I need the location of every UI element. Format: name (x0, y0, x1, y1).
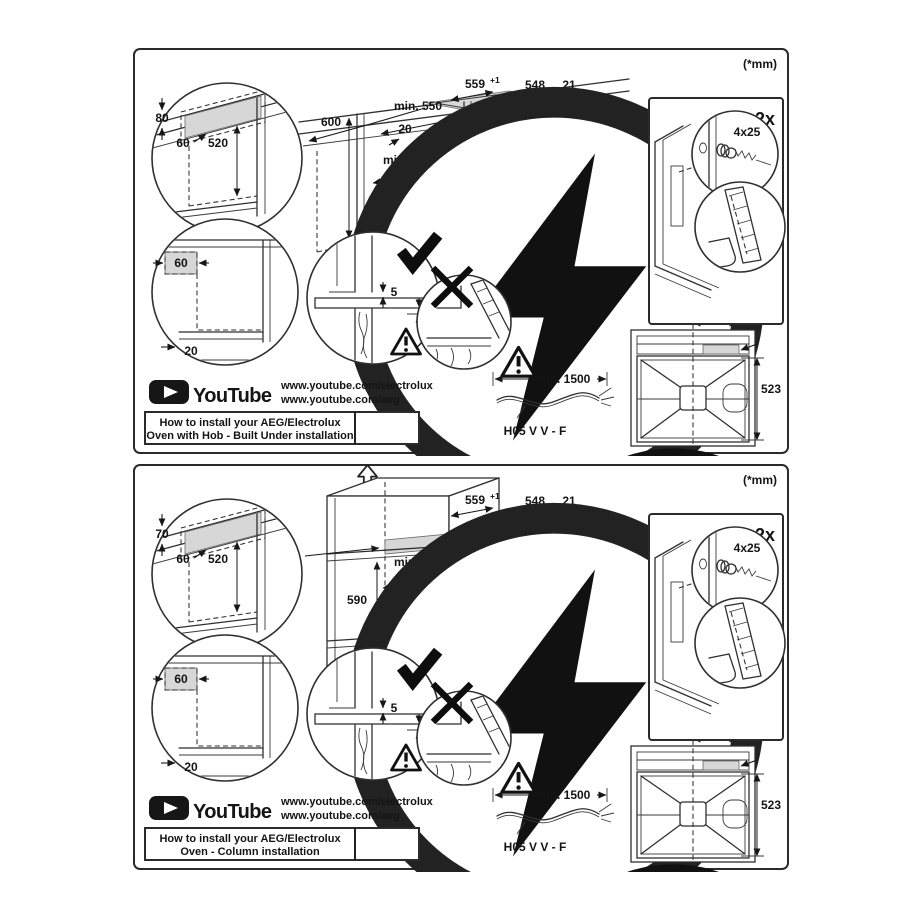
dim-rear-gap: 21 (562, 78, 576, 92)
dim-depth-min: min. 550 (394, 99, 442, 113)
cable-type: H05 V V - F (504, 424, 567, 438)
power-detail-circle: 70 60 520 (151, 498, 750, 872)
play-icon (164, 802, 178, 814)
dim-power-height: 520 (208, 552, 228, 566)
power-strip-zone (184, 95, 262, 139)
caption-line-1: How to install your AEG/Electrolux (159, 833, 341, 845)
dim-gap-top: 5 (391, 701, 398, 715)
dim-oven-width-top: 548 (525, 494, 545, 508)
power-detail-circle: 80 60 520 (151, 82, 750, 456)
rear-view: 198 523 (630, 722, 781, 866)
youtube-wordmark: YouTube (193, 385, 272, 407)
dim-niche-height: 590 (347, 593, 367, 607)
cable-type: H05 V V - F (504, 840, 567, 854)
dim-oven-depth-tol: +1 (490, 491, 500, 501)
youtube-url-aeg: www.youtube.com/aeg (280, 394, 400, 406)
strip-pointer (304, 545, 380, 557)
dim-gap-top: 5 (391, 285, 398, 299)
unit-note: (*mm) (743, 57, 777, 71)
screws-info-box: 2x 4x25 (648, 513, 786, 741)
dim-power-side: 60 (176, 552, 190, 566)
youtube-section: YouTube www.youtube.com/electrolux www.y… (144, 796, 434, 861)
play-icon (164, 386, 178, 398)
unit-note: (*mm) (743, 473, 777, 487)
dim-gap: 20 (398, 122, 412, 136)
power-cable: min. 1500 H05 V V - F (492, 788, 615, 854)
caption-line-2: Oven - Column installation (180, 846, 320, 858)
oven-corner-sketch (654, 539, 720, 715)
dim-power-side: 60 (176, 136, 190, 150)
screw-detail (699, 114, 772, 194)
hob-pointer (308, 107, 426, 143)
video-caption-box (144, 411, 420, 445)
cable-length: min. 1500 (536, 788, 591, 802)
dim-rear-gap: 21 (562, 494, 576, 508)
terminal-connector (702, 344, 740, 355)
dim-niche-height: 600 (321, 115, 341, 129)
dim-rear-height: 523 (761, 798, 781, 812)
screws-info-box: 2x 4x25 (648, 97, 786, 325)
clearance-detail-circle: 60 20 (151, 218, 299, 366)
correct-gap-circle: 5 1 (306, 232, 439, 365)
screw-size: 4x25 (734, 541, 761, 555)
correct-gap-circle: 5 1 (306, 648, 439, 781)
terminal-connector (702, 760, 740, 771)
rear-view: 198 523 (630, 306, 781, 450)
video-caption-box (144, 827, 420, 861)
power-strip-zone (184, 511, 262, 555)
dim-power-height: 520 (208, 136, 228, 150)
panel-built-under: (*mm) 600 min. 550 20 min. 560 55 (131, 46, 791, 456)
screw-size: 4x25 (734, 125, 761, 139)
dim-clearance-side: 60 (174, 672, 188, 686)
wrong-install-circle (416, 684, 512, 786)
youtube-url-aeg: www.youtube.com/aeg (280, 810, 400, 822)
wrong-install-circle (416, 268, 512, 370)
caption-line-1: How to install your AEG/Electrolux (159, 417, 341, 429)
youtube-section: YouTube www.youtube.com/electrolux www.y… (144, 380, 434, 445)
youtube-wordmark: YouTube (193, 801, 272, 823)
dim-oven-depth-top: 559 (465, 493, 485, 507)
caption-line-2: Oven with Hob - Built Under installation (146, 430, 353, 442)
dim-oven-depth-tol: +1 (490, 75, 500, 85)
dim-oven-depth-top: 559 (465, 77, 485, 91)
cable-length: min. 1500 (536, 372, 591, 386)
bracket-detail (708, 186, 762, 269)
dim-oven-width-top: 548 (525, 78, 545, 92)
power-cable: min. 1500 H05 V V - F (492, 372, 615, 438)
dim-power-top: 80 (155, 111, 169, 125)
youtube-url-electrolux: www.youtube.com/electrolux (280, 380, 434, 392)
dim-rear-height: 523 (761, 382, 781, 396)
youtube-url-electrolux: www.youtube.com/electrolux (280, 796, 434, 808)
dim-clearance-bottom: 20 (184, 760, 198, 774)
bracket-detail (708, 602, 762, 685)
panel-column: (*mm) 590 min. 550 20 min. 560 559 (131, 462, 791, 872)
dim-clearance-side: 60 (174, 256, 188, 270)
dim-power-top: 70 (155, 527, 169, 541)
oven-corner-sketch (654, 123, 720, 299)
dim-clearance-bottom: 20 (184, 344, 198, 358)
screw-detail (699, 530, 772, 610)
clearance-detail-circle: 60 20 (151, 634, 299, 782)
